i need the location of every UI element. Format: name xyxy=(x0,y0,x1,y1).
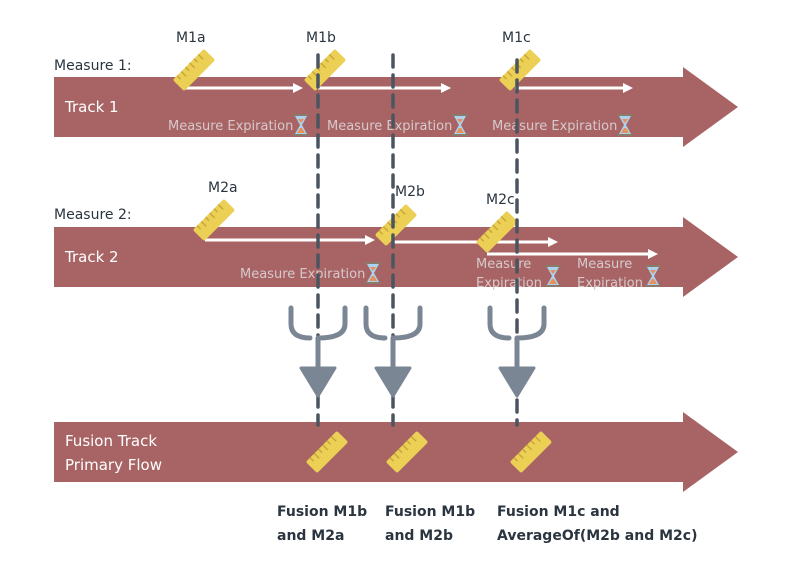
expiration-label: Measure Expiration xyxy=(168,119,293,134)
measure-label-m1a: M1a xyxy=(176,30,206,46)
measure-label-m2b: M2b xyxy=(395,184,425,200)
fusion-caption-3: AverageOf(M2b and M2c) xyxy=(497,528,697,544)
expiration-label: Expiration xyxy=(577,276,643,291)
track-2-name: Track 2 xyxy=(64,248,119,266)
fusion-caption-1: Fusion M1b xyxy=(277,504,367,520)
track-1-band xyxy=(54,67,738,147)
expiration-label: Measure xyxy=(577,257,632,272)
fusion-track-flow: Primary Flow xyxy=(65,456,162,474)
validity-arrows xyxy=(182,83,658,259)
expiration-label: Expiration xyxy=(476,276,542,291)
expiration-label: Measure Expiration xyxy=(240,267,365,282)
expiration-label: Measure Expiration xyxy=(327,119,452,134)
measure-1-label: Measure 1: xyxy=(54,58,132,74)
track-1-name: Track 1 xyxy=(64,98,119,116)
fusion-caption-2: and M2b xyxy=(385,528,453,544)
measure-2-label: Measure 2: xyxy=(54,207,132,223)
fusion-caption-1: and M2a xyxy=(277,528,344,544)
fusion-caption-3: Fusion M1c and xyxy=(497,504,620,520)
measure-label-m1b: M1b xyxy=(306,30,336,46)
expiration-label: Measure xyxy=(476,257,531,272)
track-2-band xyxy=(54,217,738,297)
measure-label-m1c: M1c xyxy=(502,30,531,46)
measure-label-m2a: M2a xyxy=(208,180,238,196)
expiration-label: Measure Expiration xyxy=(492,119,617,134)
fusion-caption-2: Fusion M1b xyxy=(385,504,475,520)
measure-label-m2c: M2c xyxy=(486,192,515,208)
fusion-track-name: Fusion Track xyxy=(65,432,157,450)
